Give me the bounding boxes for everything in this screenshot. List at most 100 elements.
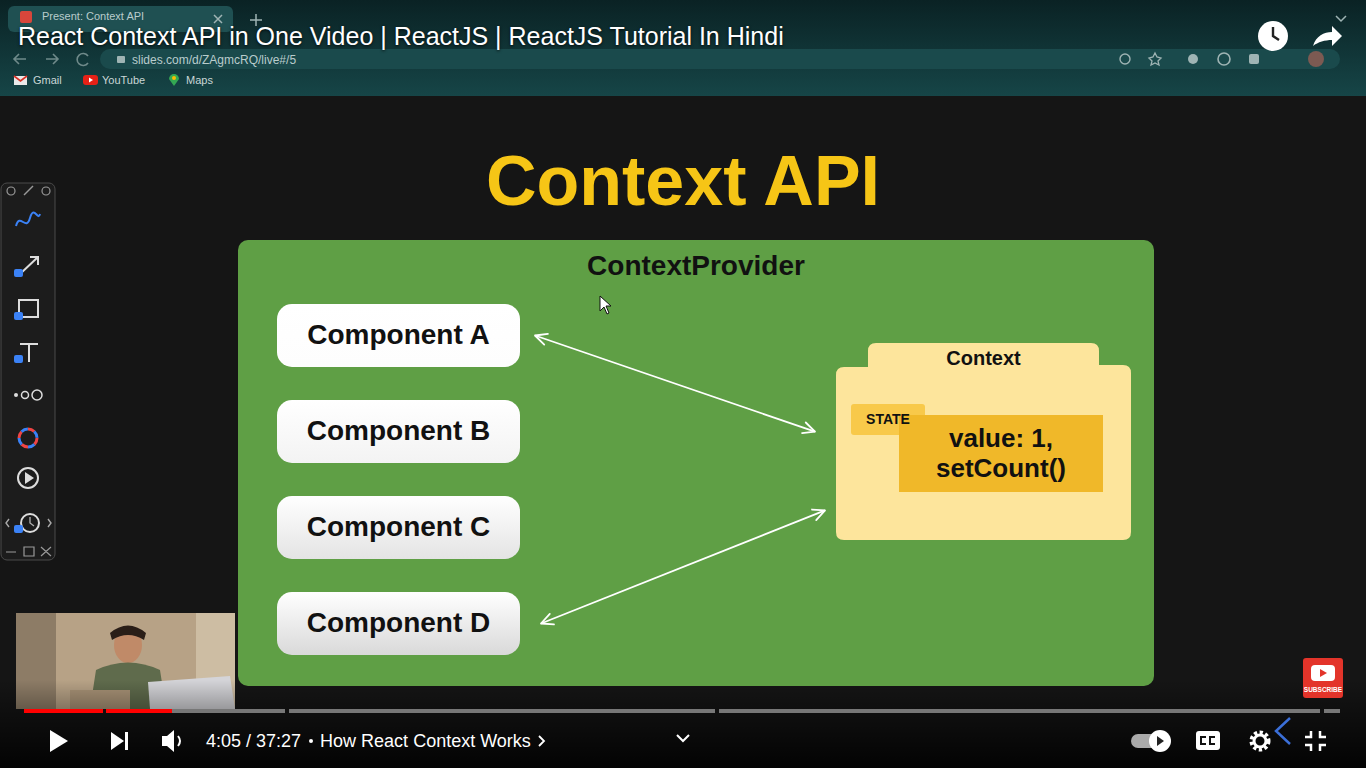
extension-icon [1218,53,1230,65]
sidebar-chevron [1276,718,1290,744]
arrow-head [535,334,548,345]
controls-shade [0,680,1366,768]
subscribe-logo [1311,665,1335,681]
state-value-box [899,415,1103,492]
drawing-toolbar [1,183,55,560]
arrow-head [812,510,825,521]
component-label: Component B [307,416,491,447]
component-box: Component A [277,304,520,367]
chapter-chevron [539,736,544,746]
address-url: slides.com/d/ZAgmcRQ/live#/5 [132,54,296,66]
arrow-head [802,423,815,434]
subscribe-text: SUBSCRIBE [1304,687,1342,694]
color-tool-icon [19,429,37,447]
settings-button [1252,733,1268,749]
toolbar-icon [24,186,33,195]
subscribe-logo [1320,669,1327,677]
settings-button [1254,735,1266,747]
play-tool-icon [18,468,38,488]
maps-icon [169,74,179,86]
back-icon [14,54,26,64]
youtube-icon [83,75,98,85]
stroke-size-icon [14,393,18,397]
watch-later-icon [1258,21,1288,51]
toolbar-icon [7,187,15,195]
next-button [125,732,128,750]
play-tool-icon [25,472,34,484]
progress-played [24,709,103,713]
chapter-chevron [537,734,547,748]
slide-title: Context API [0,146,1366,216]
captions-button [1201,737,1215,744]
lock-badge [14,312,23,320]
maps-icon [172,76,176,80]
volume-button [178,736,180,746]
lock-badge [14,355,23,363]
exit-fullscreen-button [1305,731,1326,751]
progress-track [1324,709,1340,713]
component-box: Component D [277,592,520,655]
component-label: Component D [307,608,491,639]
toolbar-icon [42,187,50,195]
folder-outline [836,343,1131,540]
stroke-size-icon [22,392,29,399]
star-icon [1149,53,1161,65]
tab-close [214,15,222,23]
progress-track [719,709,1320,713]
state-box: STATEvalue: 1, setCount() [851,404,1103,492]
reload-icon [77,54,88,66]
chapter-dropdown [677,735,689,741]
state-tag: STATE [851,404,925,435]
bookmark-name: YouTube [102,75,145,86]
toolbar-icon [6,547,51,556]
profile-avatar [1308,51,1324,67]
share-arrow-icon [1313,26,1342,46]
provider-region: ContextProviderComponent A Component B Com… [238,240,1154,686]
chapter-title: How React Context Works [320,732,531,750]
gmail-icon [14,76,27,81]
color-tool-icon [19,429,37,447]
folder-heading: Context [868,343,1099,373]
progress-played [106,709,172,713]
autoplay-toggle [1149,730,1171,752]
webcam-person [110,626,146,641]
mouse-pointer [600,296,611,314]
address-bar [100,49,1340,69]
favicon [20,11,32,23]
separator-dot [309,739,313,743]
region-heading: ContextProvider [238,240,1154,282]
lock-badge [14,269,23,277]
subscribe-button [1303,658,1343,698]
autoplay-toggle [1157,736,1164,746]
watch-later-icon [1273,27,1279,40]
timer-tool-icon [6,517,51,527]
progress-track [172,709,285,713]
component-label: Component C [307,512,491,543]
browser-chrome [0,0,1366,96]
component-box: Component B [277,400,520,463]
forward-icon [46,54,58,64]
stroke-size-icon [32,390,42,400]
component-label: Component A [307,320,490,351]
pen-tool-icon [16,212,40,226]
context-folder: ContextSTATEvalue: 1, setCount() [836,343,1131,540]
play-button [50,730,68,752]
youtube-icon [89,78,93,83]
video-title: React Context API in One Video | ReactJS… [18,24,784,49]
gmail-icon [14,76,27,85]
time-display: 4:05 / 37:27 [206,732,301,750]
component-box: Component C [277,496,520,559]
share-icon [1120,54,1130,64]
tab-title: Present: Context API [42,11,144,22]
volume-button [162,730,174,752]
connector [541,510,825,625]
captions-button [1196,731,1220,750]
tab-menu-icon [1336,16,1346,21]
progress-track [289,709,715,713]
bookmark-name: Gmail [33,75,62,86]
connector-line [535,336,815,432]
lock-badge [14,525,23,533]
lock-icon [117,56,125,63]
